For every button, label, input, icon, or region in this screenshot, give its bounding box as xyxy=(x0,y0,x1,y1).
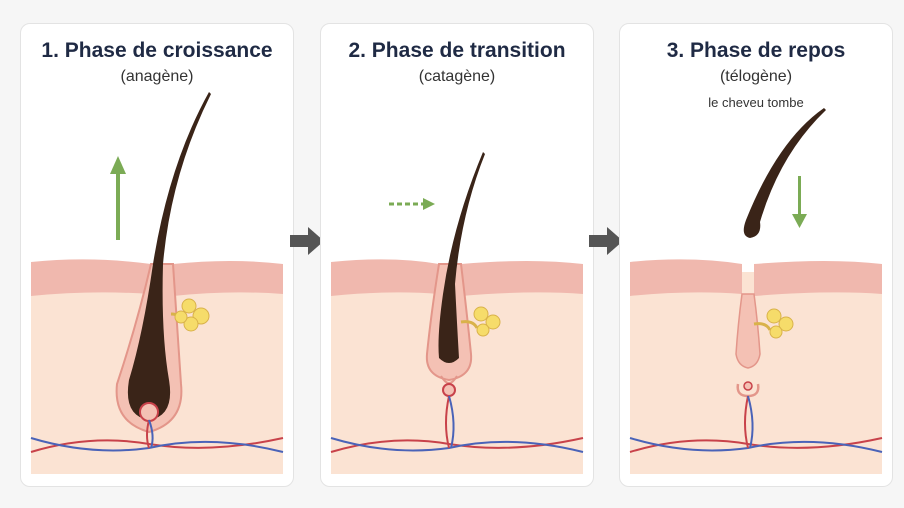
vein xyxy=(330,437,584,453)
skin-epidermis-left xyxy=(630,259,742,296)
skin-epidermis-left xyxy=(331,259,439,296)
panel-catagen: 2. Phase de transition (catagène) xyxy=(320,23,594,487)
connector-arrow-icon xyxy=(589,227,623,255)
sebaceous-gland xyxy=(473,306,501,337)
sebaceous-gland xyxy=(174,298,210,332)
sebaceous-gland xyxy=(766,308,794,339)
growth-arrow-up-icon xyxy=(110,156,126,240)
skin-epidermis-right xyxy=(173,261,283,296)
dermal-papilla xyxy=(743,381,753,391)
falling-arrow-down-icon xyxy=(792,176,807,228)
panel-anagen: 1. Phase de croissance (anagène) xyxy=(20,23,294,487)
hair-shaft xyxy=(438,152,485,363)
panel-telogen: 3. Phase de repos (télogène) le cheveu t… xyxy=(619,23,893,487)
dermal-papilla xyxy=(442,383,456,397)
empty-follicle xyxy=(735,293,761,369)
hair-shaft xyxy=(127,92,211,420)
catagen-illustration xyxy=(330,152,584,474)
skin-epidermis-right xyxy=(754,261,882,296)
dermal-papilla xyxy=(139,402,159,422)
falling-hair xyxy=(743,108,826,238)
phase-3-note: le cheveu tombe xyxy=(708,95,804,110)
phase-3-subtitle: (télogène) xyxy=(719,68,793,85)
skin-epidermis-right xyxy=(461,261,583,296)
phase-3-title: 3. Phase de repos xyxy=(666,39,846,62)
telogen-illustration xyxy=(629,108,883,474)
vein xyxy=(30,437,284,453)
anagen-illustration xyxy=(30,92,284,474)
skin-epidermis-left xyxy=(31,259,151,296)
phase-1-title: 1. Phase de croissance xyxy=(41,39,273,62)
phase-2-title: 2. Phase de transition xyxy=(348,39,566,62)
phase-1-subtitle: (anagène) xyxy=(120,68,194,85)
transition-arrow-dashed-icon xyxy=(389,198,435,210)
connector-arrow-icon xyxy=(290,227,324,255)
phase-2-subtitle: (catagène) xyxy=(418,68,496,85)
vein xyxy=(629,437,883,453)
